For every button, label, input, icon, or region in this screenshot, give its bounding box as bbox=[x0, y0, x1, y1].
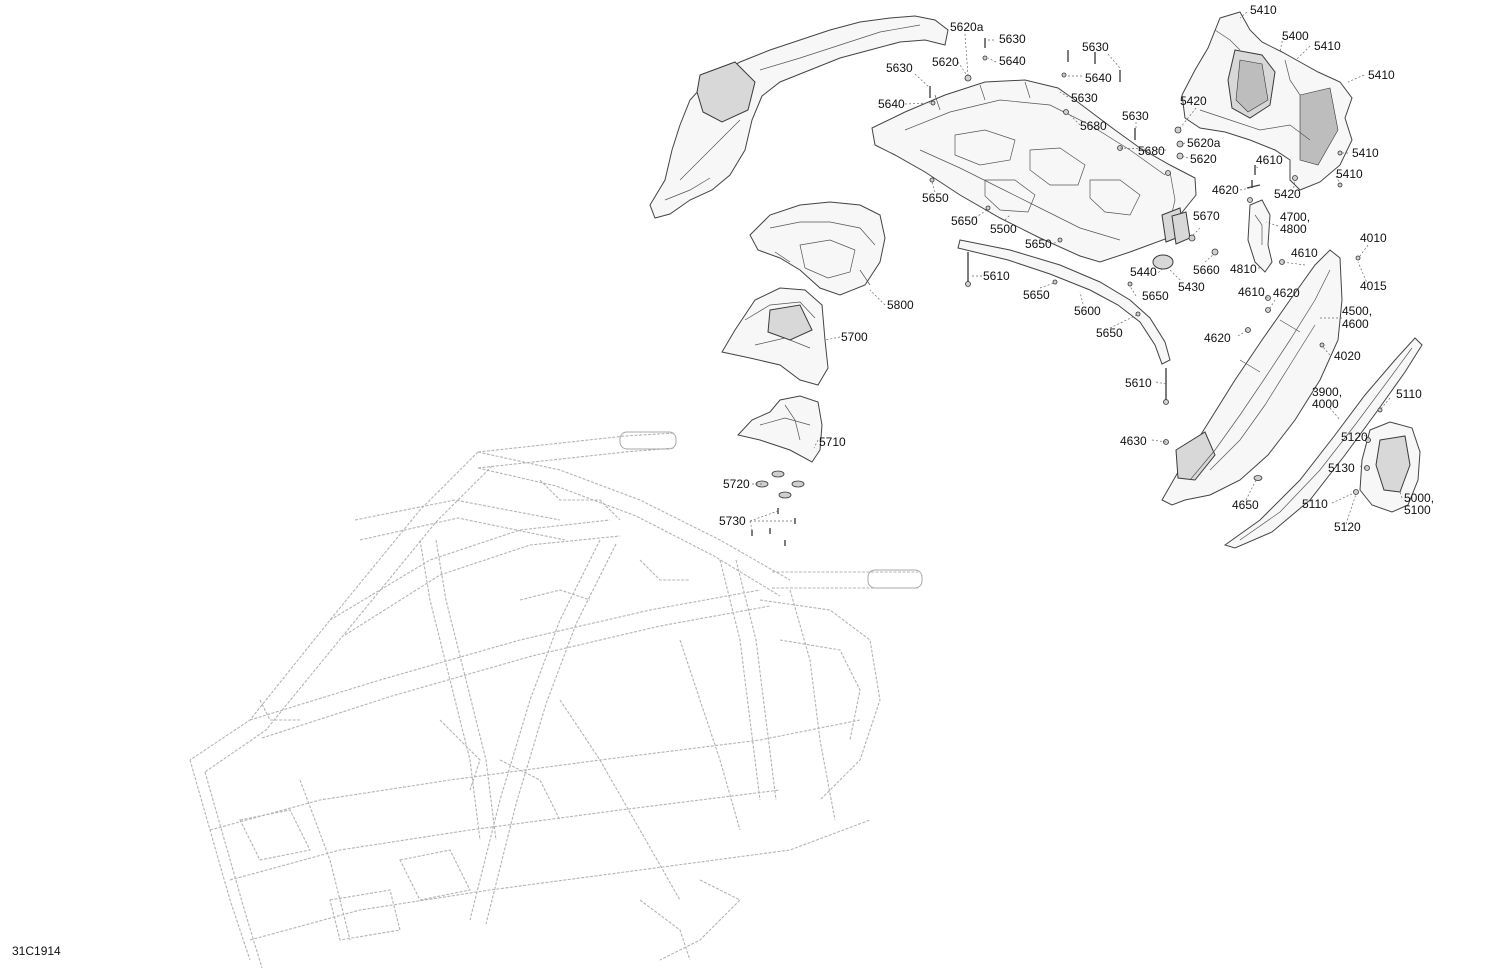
part-label: 5120 bbox=[1341, 430, 1368, 444]
part-label: 3900, bbox=[1312, 385, 1342, 399]
part-label: 5410 bbox=[1314, 39, 1341, 53]
part-label: 4620 bbox=[1273, 286, 1300, 300]
part-3900-sill-strip bbox=[1223, 337, 1423, 549]
part-label: 5640 bbox=[1085, 71, 1112, 85]
part-label: 4620 bbox=[1212, 183, 1239, 197]
part-label: 4500, bbox=[1342, 304, 1372, 318]
part-label: 5700 bbox=[841, 330, 868, 344]
part-label: 4610 bbox=[1238, 285, 1265, 299]
part-label: 4810 bbox=[1230, 262, 1257, 276]
part-label: 5410 bbox=[1250, 3, 1277, 17]
part-label: 5620 bbox=[932, 55, 959, 69]
part-label: 5430 bbox=[1178, 280, 1205, 294]
drawing-id: 31C1914 bbox=[12, 944, 61, 958]
leader-lines bbox=[749, 11, 1403, 531]
part-label: 5500 bbox=[990, 222, 1017, 236]
part-label: 5650 bbox=[951, 214, 978, 228]
part-label: 4020 bbox=[1334, 349, 1361, 363]
part-label: 5440 bbox=[1130, 265, 1157, 279]
part-5400-front-panel bbox=[1181, 11, 1353, 191]
part-label: 5710 bbox=[819, 435, 846, 449]
part-label: 5600 bbox=[1074, 304, 1101, 318]
part-label: 4010 bbox=[1360, 231, 1387, 245]
part-label: 5680 bbox=[1138, 144, 1165, 158]
part-label: 4000 bbox=[1312, 397, 1339, 411]
part-5700-tunnel-cover bbox=[721, 287, 829, 386]
part-label: 5100 bbox=[1404, 503, 1431, 517]
part-label: 5400 bbox=[1282, 29, 1309, 43]
part-label: 4650 bbox=[1232, 498, 1259, 512]
part-5710-cover bbox=[737, 395, 823, 463]
part-label: 5000, bbox=[1404, 491, 1434, 505]
part-label: 5630 bbox=[886, 61, 913, 75]
part-label: 5630 bbox=[1122, 109, 1149, 123]
part-number-labels: 5620a 5630 5640 5620 5630 5640 5630 5640… bbox=[12, 3, 1434, 958]
part-label: 5640 bbox=[878, 97, 905, 111]
part-label: 5620 bbox=[1190, 152, 1217, 166]
part-label: 4630 bbox=[1120, 434, 1147, 448]
part-label: 5620a bbox=[1187, 136, 1221, 150]
part-5600-bar bbox=[957, 239, 1171, 405]
part-label: 5630 bbox=[1082, 40, 1109, 54]
part-label: 5660 bbox=[1193, 263, 1220, 277]
part-label: 5610 bbox=[1125, 376, 1152, 390]
part-label: 5110 bbox=[1396, 387, 1422, 401]
part-label: 5420 bbox=[1180, 94, 1207, 108]
part-label: 4700, bbox=[1280, 210, 1310, 224]
part-label: 5650 bbox=[1025, 237, 1052, 251]
part-label: 4800 bbox=[1280, 222, 1307, 236]
part-5000-side-cover bbox=[1359, 421, 1421, 513]
part-label: 5630 bbox=[999, 32, 1026, 46]
part-label: 5800 bbox=[887, 298, 914, 312]
part-label: 5130 bbox=[1328, 461, 1355, 475]
part-label: 5720 bbox=[723, 477, 750, 491]
part-5500-cargo-box bbox=[871, 79, 1197, 263]
part-label: 5640 bbox=[999, 54, 1026, 68]
part-label: 4015 bbox=[1360, 279, 1387, 293]
part-label: 5410 bbox=[1368, 68, 1395, 82]
part-label: 5410 bbox=[1336, 167, 1363, 181]
part-label: 5630 bbox=[1071, 91, 1098, 105]
small-hardware bbox=[929, 38, 1383, 495]
part-label: 4610 bbox=[1256, 153, 1283, 167]
part-label: 4600 bbox=[1342, 317, 1369, 331]
part-label: 4610 bbox=[1291, 246, 1318, 260]
part-label: 5650 bbox=[1142, 289, 1169, 303]
part-label: 5680 bbox=[1080, 119, 1107, 133]
part-label: 4620 bbox=[1204, 331, 1231, 345]
part-label: 5670 bbox=[1193, 209, 1220, 223]
part-label: 5650 bbox=[1096, 326, 1123, 340]
part-4500-rocker-panel bbox=[1161, 249, 1343, 506]
part-4700-bracket bbox=[1246, 165, 1273, 273]
part-label: 5120 bbox=[1334, 520, 1361, 534]
part-label: 5730 bbox=[719, 514, 746, 528]
part-label: 5110 bbox=[1302, 497, 1328, 511]
part-label: 5650 bbox=[1023, 288, 1050, 302]
part-label: 5610 bbox=[983, 269, 1010, 283]
part-label: 5420 bbox=[1274, 187, 1301, 201]
left-fender bbox=[649, 15, 949, 219]
part-label: 5620a bbox=[950, 20, 984, 34]
vehicle-frame bbox=[189, 431, 923, 969]
part-5800-console bbox=[749, 201, 886, 296]
part-label: 5410 bbox=[1352, 146, 1379, 160]
part-label: 5650 bbox=[922, 191, 949, 205]
hardware-5720-5730 bbox=[751, 470, 805, 546]
